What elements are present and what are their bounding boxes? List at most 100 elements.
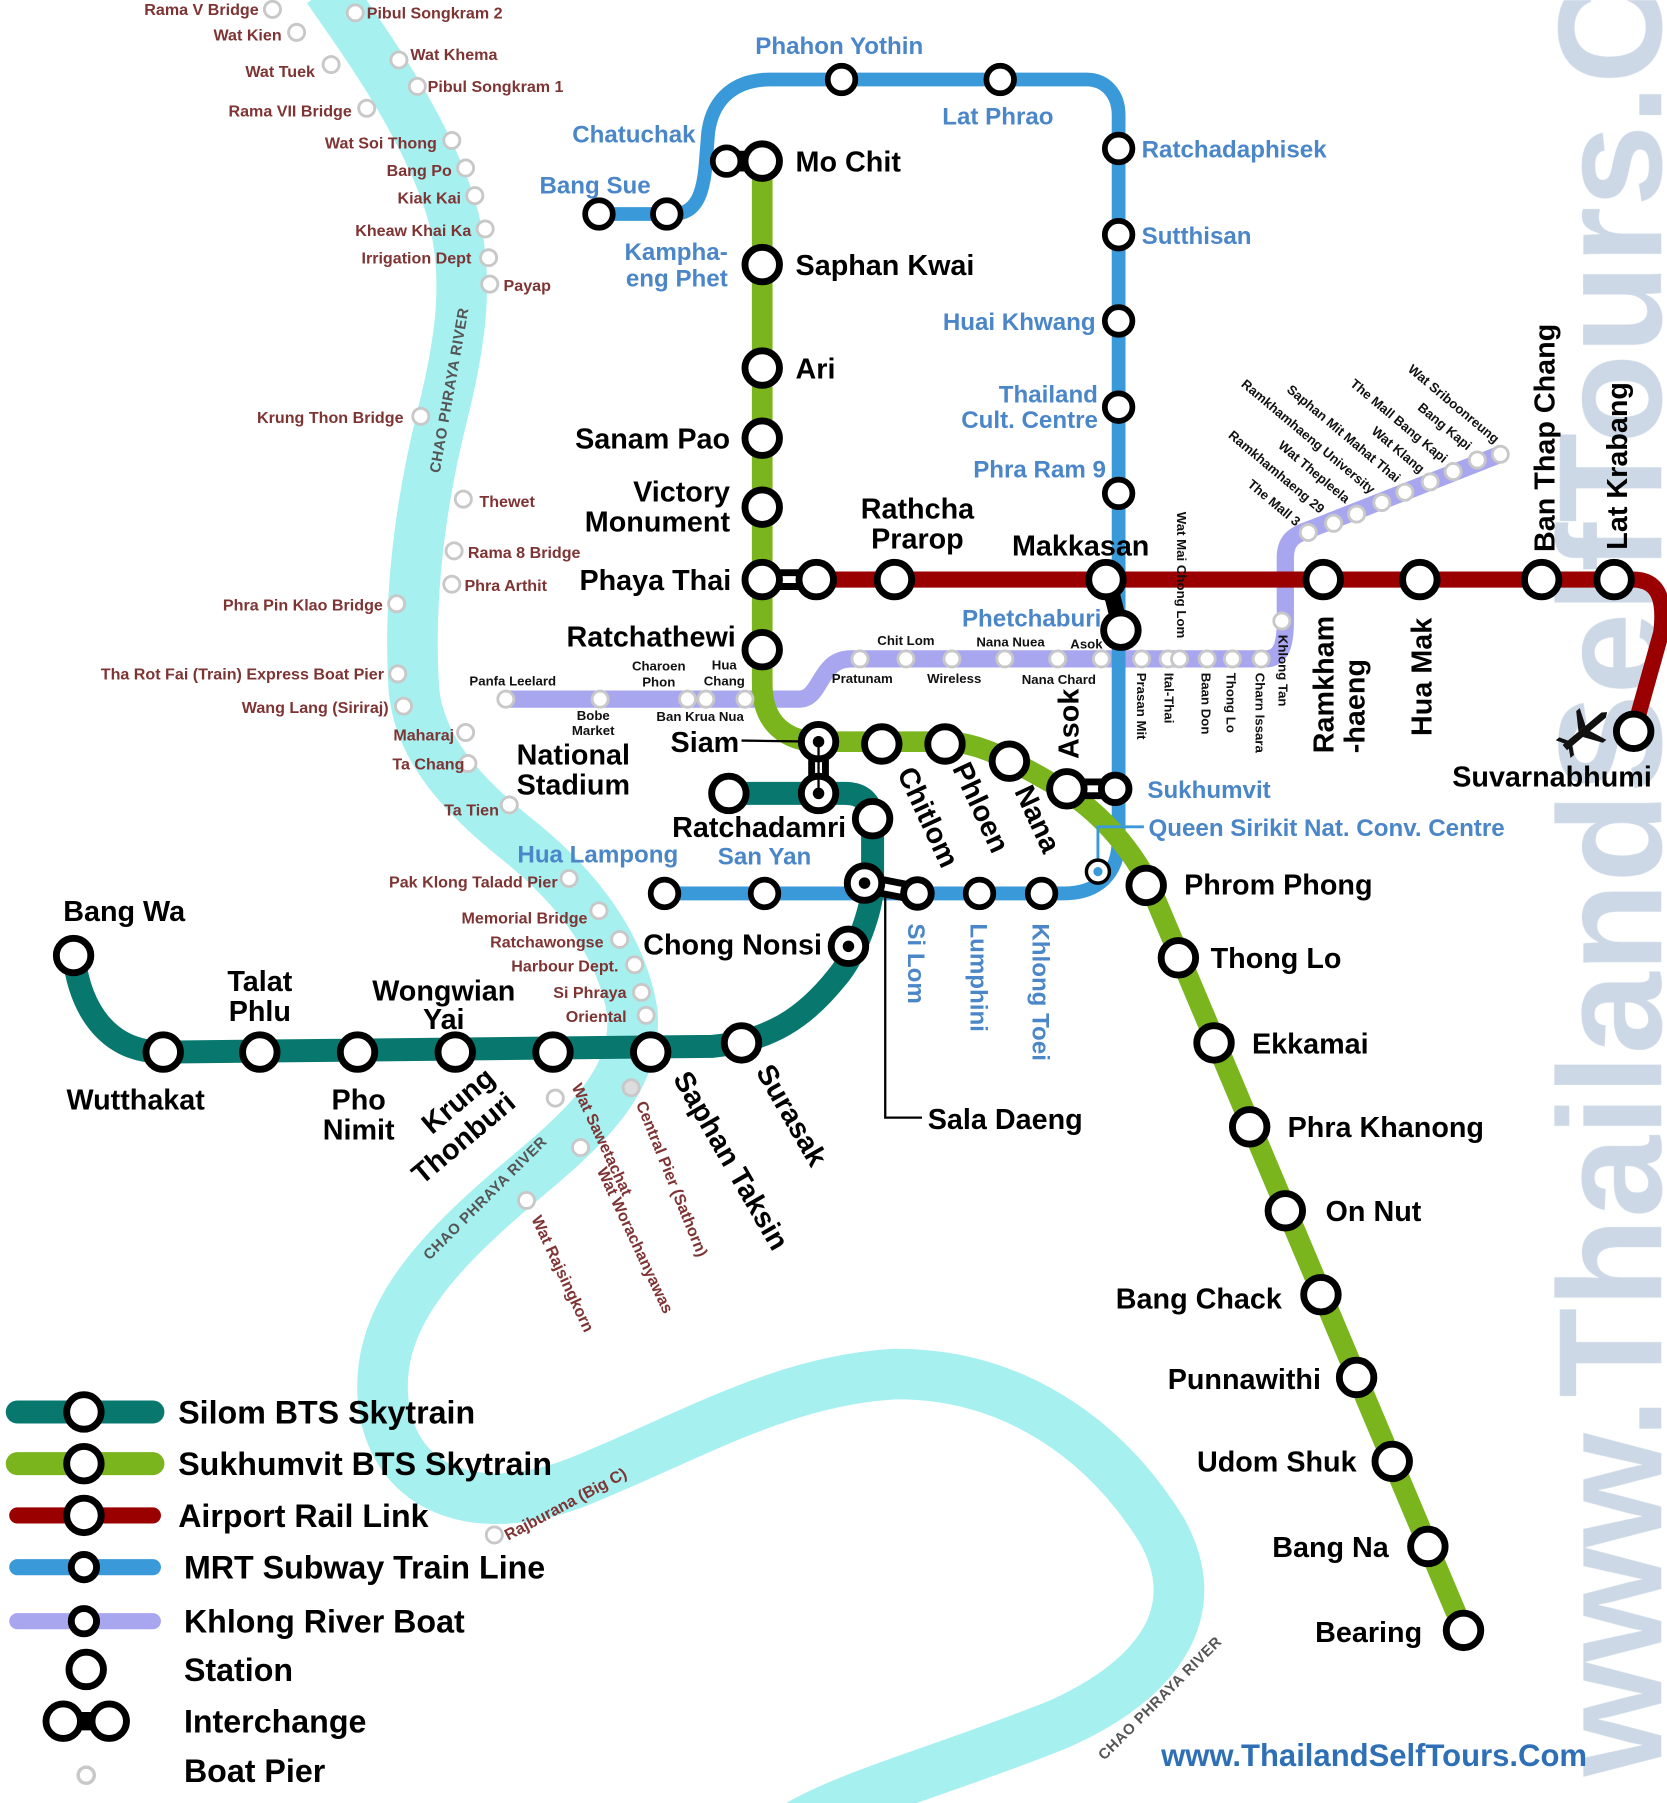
boat-stop-marker[interactable] bbox=[1420, 472, 1440, 492]
station-marker[interactable] bbox=[709, 144, 744, 178]
station-marker[interactable] bbox=[741, 486, 783, 528]
station-marker[interactable] bbox=[741, 558, 783, 601]
station-marker[interactable] bbox=[741, 140, 783, 182]
pier-marker[interactable] bbox=[636, 1005, 656, 1025]
station-marker[interactable] bbox=[1442, 1609, 1485, 1652]
boat-stop-marker[interactable] bbox=[1395, 482, 1415, 502]
boat-stop-marker[interactable] bbox=[1272, 611, 1292, 631]
station-marker[interactable] bbox=[1302, 558, 1344, 601]
station-marker[interactable] bbox=[747, 876, 782, 911]
boat-stop-marker[interactable] bbox=[1490, 444, 1510, 464]
pier-marker[interactable] bbox=[321, 55, 341, 75]
pier-marker[interactable] bbox=[387, 594, 407, 614]
station-marker[interactable] bbox=[824, 62, 859, 97]
boat-stop-marker[interactable] bbox=[1372, 493, 1392, 513]
pier-marker[interactable] bbox=[411, 406, 431, 426]
interchange-marker[interactable] bbox=[900, 876, 935, 911]
pier-marker[interactable] bbox=[407, 76, 427, 96]
pier-marker[interactable] bbox=[632, 982, 651, 1002]
station-marker[interactable] bbox=[647, 876, 682, 911]
station-marker[interactable] bbox=[741, 243, 783, 286]
pier-marker[interactable] bbox=[479, 248, 499, 268]
pier-marker[interactable] bbox=[456, 158, 476, 178]
pier-marker[interactable] bbox=[589, 901, 609, 921]
station-marker[interactable] bbox=[741, 629, 783, 671]
boat-stop-marker[interactable] bbox=[1132, 649, 1152, 669]
boat-stop-marker[interactable] bbox=[1467, 450, 1487, 470]
pier-marker[interactable] bbox=[465, 186, 485, 206]
boat-stop-marker[interactable] bbox=[590, 689, 610, 709]
station-marker[interactable] bbox=[1264, 1190, 1307, 1232]
station-marker[interactable] bbox=[708, 772, 750, 815]
pier-marker[interactable] bbox=[545, 1088, 565, 1108]
pier-marker[interactable] bbox=[389, 50, 409, 70]
pier-marker[interactable] bbox=[453, 489, 473, 509]
pier-marker[interactable] bbox=[610, 929, 630, 949]
pier-marker[interactable] bbox=[442, 130, 462, 150]
pier-marker[interactable] bbox=[499, 795, 519, 815]
boat-stop-marker[interactable] bbox=[1347, 504, 1367, 524]
boat-stop-marker[interactable] bbox=[1170, 649, 1190, 669]
station-marker[interactable] bbox=[1101, 390, 1136, 424]
pier-marker[interactable] bbox=[625, 955, 645, 975]
station-marker[interactable] bbox=[1593, 558, 1635, 601]
station-marker[interactable] bbox=[650, 197, 684, 231]
boat-stop-marker[interactable] bbox=[896, 649, 916, 669]
pier-marker[interactable] bbox=[559, 869, 579, 888]
station-marker[interactable] bbox=[1101, 476, 1136, 511]
interchange-marker[interactable] bbox=[1100, 609, 1142, 651]
boat-stop-marker[interactable] bbox=[696, 689, 716, 709]
pier-marker[interactable] bbox=[458, 754, 478, 774]
boat-stop-marker[interactable] bbox=[1324, 513, 1344, 533]
station-marker[interactable] bbox=[1335, 1356, 1378, 1399]
station-marker[interactable] bbox=[924, 723, 966, 765]
boat-stop-marker[interactable] bbox=[1197, 649, 1217, 669]
station-marker[interactable] bbox=[1024, 876, 1059, 911]
station-marker[interactable] bbox=[861, 723, 903, 765]
pier-marker[interactable] bbox=[571, 1138, 591, 1158]
station-marker[interactable] bbox=[1085, 558, 1127, 601]
site-url[interactable]: www.ThailandSelfTours.Com bbox=[1160, 1738, 1587, 1773]
pier-marker[interactable] bbox=[444, 541, 464, 561]
boat-stop-marker[interactable] bbox=[678, 689, 697, 709]
station-marker[interactable] bbox=[1399, 558, 1441, 601]
boat-stop-marker[interactable] bbox=[1091, 649, 1111, 669]
pier-marker[interactable] bbox=[621, 1078, 641, 1098]
station-marker[interactable] bbox=[988, 740, 1031, 782]
station-marker[interactable] bbox=[532, 1031, 574, 1073]
station-marker[interactable] bbox=[741, 347, 783, 389]
station-marker[interactable] bbox=[983, 62, 1017, 97]
station-marker[interactable] bbox=[434, 1031, 476, 1073]
station-marker[interactable] bbox=[630, 1031, 672, 1073]
boat-stop-marker[interactable] bbox=[942, 649, 962, 669]
station-marker[interactable] bbox=[1101, 218, 1136, 252]
pier-marker[interactable] bbox=[456, 723, 476, 742]
boat-stop-marker[interactable] bbox=[1222, 649, 1242, 669]
station-marker[interactable] bbox=[52, 934, 95, 977]
pier-marker[interactable] bbox=[357, 98, 377, 118]
station-marker[interactable] bbox=[1520, 558, 1563, 601]
station-marker[interactable] bbox=[336, 1031, 379, 1073]
station-marker[interactable] bbox=[741, 417, 783, 459]
station-marker[interactable] bbox=[582, 197, 616, 231]
station-marker[interactable] bbox=[873, 558, 916, 601]
station-marker[interactable] bbox=[239, 1031, 281, 1073]
station-marker[interactable] bbox=[1157, 937, 1200, 979]
station-marker[interactable] bbox=[962, 876, 997, 911]
pier-marker[interactable] bbox=[262, 0, 282, 19]
boat-stop-marker[interactable] bbox=[1048, 649, 1068, 669]
pier-marker[interactable] bbox=[442, 574, 462, 594]
pier-marker[interactable] bbox=[394, 696, 414, 716]
boat-stop-marker[interactable] bbox=[735, 689, 755, 709]
boat-stop-marker[interactable] bbox=[1298, 522, 1318, 542]
station-marker[interactable] bbox=[1300, 1273, 1342, 1316]
station-marker[interactable] bbox=[1046, 768, 1088, 810]
station-marker[interactable] bbox=[1612, 710, 1655, 753]
boat-stop-marker[interactable] bbox=[850, 649, 870, 669]
pier-marker[interactable] bbox=[388, 664, 408, 684]
station-marker[interactable] bbox=[851, 798, 894, 840]
station-marker[interactable] bbox=[1101, 131, 1136, 166]
boat-stop-marker[interactable] bbox=[496, 689, 516, 709]
pier-marker[interactable] bbox=[475, 219, 495, 239]
station-marker[interactable] bbox=[1228, 1106, 1271, 1148]
